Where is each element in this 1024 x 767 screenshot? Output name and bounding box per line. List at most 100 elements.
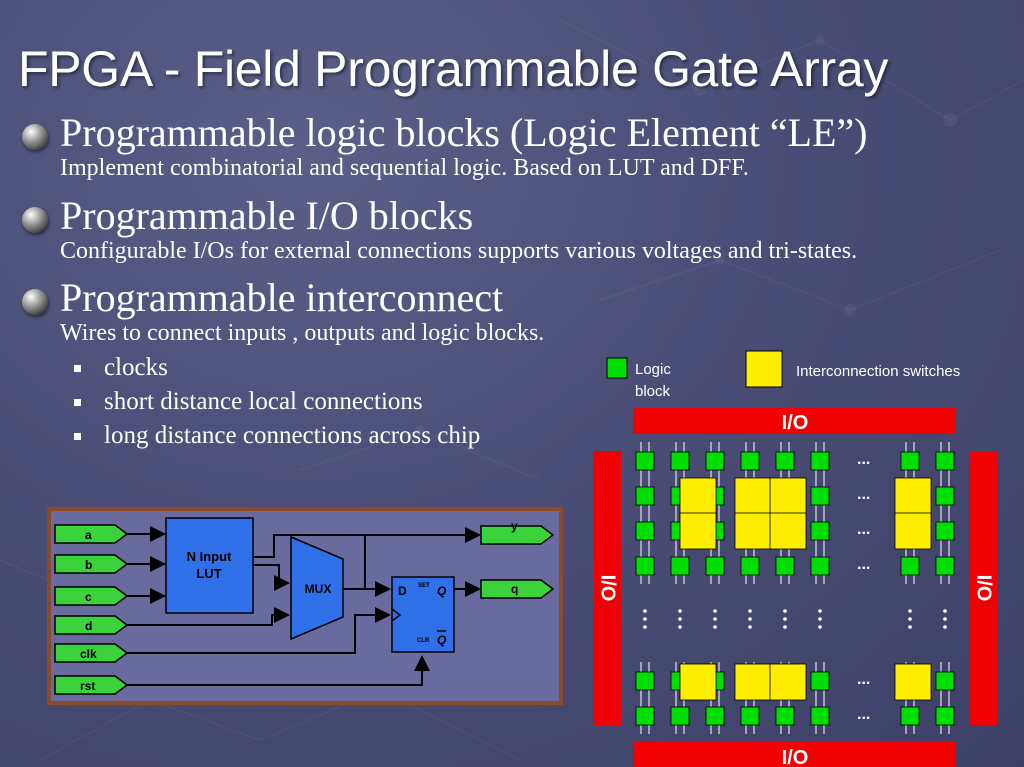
output-label-q: q xyxy=(511,582,518,596)
logic-block xyxy=(635,486,655,506)
vertical-ellipsis-dot xyxy=(713,625,717,629)
lut-label-line1: N Input xyxy=(187,549,232,564)
output-label-y: y xyxy=(511,519,518,533)
ellipsis-text: ... xyxy=(857,671,870,688)
logic-block xyxy=(900,706,920,726)
bullet-detail: Wires to connect inputs , outputs and lo… xyxy=(60,320,545,346)
input-label-clk: clk xyxy=(80,647,97,661)
vertical-ellipsis-dot xyxy=(713,617,717,621)
dff-block: D SET Q CLR Q xyxy=(391,576,455,653)
interconnection-switch xyxy=(734,512,772,550)
dff-d-label: D xyxy=(398,584,407,598)
square-bullet-icon xyxy=(74,399,81,406)
logic-block xyxy=(705,451,725,471)
legend-switch-swatch xyxy=(745,350,783,388)
vertical-ellipsis-dot xyxy=(748,609,752,613)
input-label-d: d xyxy=(85,619,92,633)
interconnection-switch xyxy=(894,477,932,515)
vertical-ellipsis-dot xyxy=(678,617,682,621)
ellipsis-text: ... xyxy=(857,521,870,538)
logic-block xyxy=(935,671,955,691)
bullet-heading: Programmable I/O blocks xyxy=(60,193,474,238)
vertical-ellipsis-dot xyxy=(818,609,822,613)
logic-block xyxy=(775,556,795,576)
logic-block xyxy=(705,706,725,726)
interconnection-switch xyxy=(769,512,807,550)
vertical-ellipsis-dot xyxy=(748,617,752,621)
ellipsis-text: ... xyxy=(857,486,870,503)
logic-block xyxy=(775,451,795,471)
vertical-ellipsis-dot xyxy=(818,617,822,621)
output-y: y xyxy=(480,519,555,545)
logic-block xyxy=(810,451,830,471)
logic-block xyxy=(810,556,830,576)
vertical-ellipsis-dot xyxy=(783,625,787,629)
dff-set-label: SET xyxy=(418,583,430,589)
interconnection-switch xyxy=(769,663,807,701)
input-clk: clk xyxy=(54,643,129,663)
interconnection-switch xyxy=(679,663,717,701)
ellipsis-text: ... xyxy=(857,706,870,723)
logic-element-diagram: a b c d clk rst N Input LUT MUX D SET Q … xyxy=(47,507,563,705)
bullet-heading: Programmable interconnect xyxy=(60,275,504,320)
bullet-sphere-icon xyxy=(22,207,48,233)
interconnection-switch xyxy=(679,512,717,550)
sub-bullet-text: clocks xyxy=(104,354,168,381)
logic-block xyxy=(670,706,690,726)
ellipsis-text: ... xyxy=(857,556,870,573)
square-bullet-icon xyxy=(74,433,81,440)
vertical-ellipsis-dot xyxy=(783,617,787,621)
logic-block xyxy=(670,451,690,471)
input-d: d xyxy=(54,615,129,635)
io-left-label: I/O xyxy=(597,575,619,602)
logic-block xyxy=(635,521,655,541)
interconnection-switch xyxy=(894,512,932,550)
vertical-ellipsis-dot xyxy=(643,617,647,621)
vertical-ellipsis-dot xyxy=(643,625,647,629)
legend-switch-label: Interconnection switches xyxy=(796,363,960,380)
dff-q-label: Q xyxy=(437,584,447,598)
logic-block xyxy=(810,671,830,691)
fpga-array-diagram: Logic block Interconnection switches I/O… xyxy=(593,350,997,767)
logic-block xyxy=(900,556,920,576)
mux-block: MUX xyxy=(290,535,344,641)
interconnection-switch xyxy=(679,477,717,515)
interconnection-switch xyxy=(734,477,772,515)
io-bottom-label: I/O xyxy=(782,747,809,767)
logic-block xyxy=(775,706,795,726)
sub-bullet-text: long distance connections across chip xyxy=(104,422,481,449)
vertical-ellipsis-dot xyxy=(643,609,647,613)
ellipsis-markers: ... ... ... ... ... ... xyxy=(857,451,870,723)
vertical-ellipsis-dot xyxy=(908,609,912,613)
io-bottom: I/O xyxy=(633,741,956,767)
input-label-c: c xyxy=(85,590,92,604)
legend-logic-swatch xyxy=(606,357,628,379)
vertical-ellipsis-dot xyxy=(908,625,912,629)
logic-block xyxy=(935,556,955,576)
vertical-ellipsis-dot xyxy=(943,609,947,613)
lut-label-line2: LUT xyxy=(196,566,221,581)
io-top: I/O xyxy=(633,408,956,434)
logic-block xyxy=(740,451,760,471)
vertical-ellipsis-dot xyxy=(748,625,752,629)
vertical-ellipsis-dot xyxy=(943,625,947,629)
logic-block xyxy=(740,556,760,576)
mux-label: MUX xyxy=(305,582,332,596)
logic-block xyxy=(635,706,655,726)
slide-title: FPGA - Field Programmable Gate Array xyxy=(18,41,889,97)
logic-block xyxy=(935,486,955,506)
io-left: I/O xyxy=(593,451,621,725)
clock-triangle-icon xyxy=(391,608,402,622)
io-right: I/O xyxy=(969,451,997,725)
bullet-sphere-icon xyxy=(22,289,48,315)
input-b: b xyxy=(54,554,129,574)
lut-block: N Input LUT xyxy=(165,517,254,614)
logic-block xyxy=(635,556,655,576)
legend: Logic block Interconnection switches xyxy=(606,350,960,400)
logic-block xyxy=(635,671,655,691)
bullet-heading: Programmable logic blocks (Logic Element… xyxy=(60,110,868,155)
interconnection-switch xyxy=(769,477,807,515)
io-top-label: I/O xyxy=(782,412,809,434)
input-label-a: a xyxy=(85,528,92,542)
vertical-ellipsis-dot xyxy=(783,609,787,613)
